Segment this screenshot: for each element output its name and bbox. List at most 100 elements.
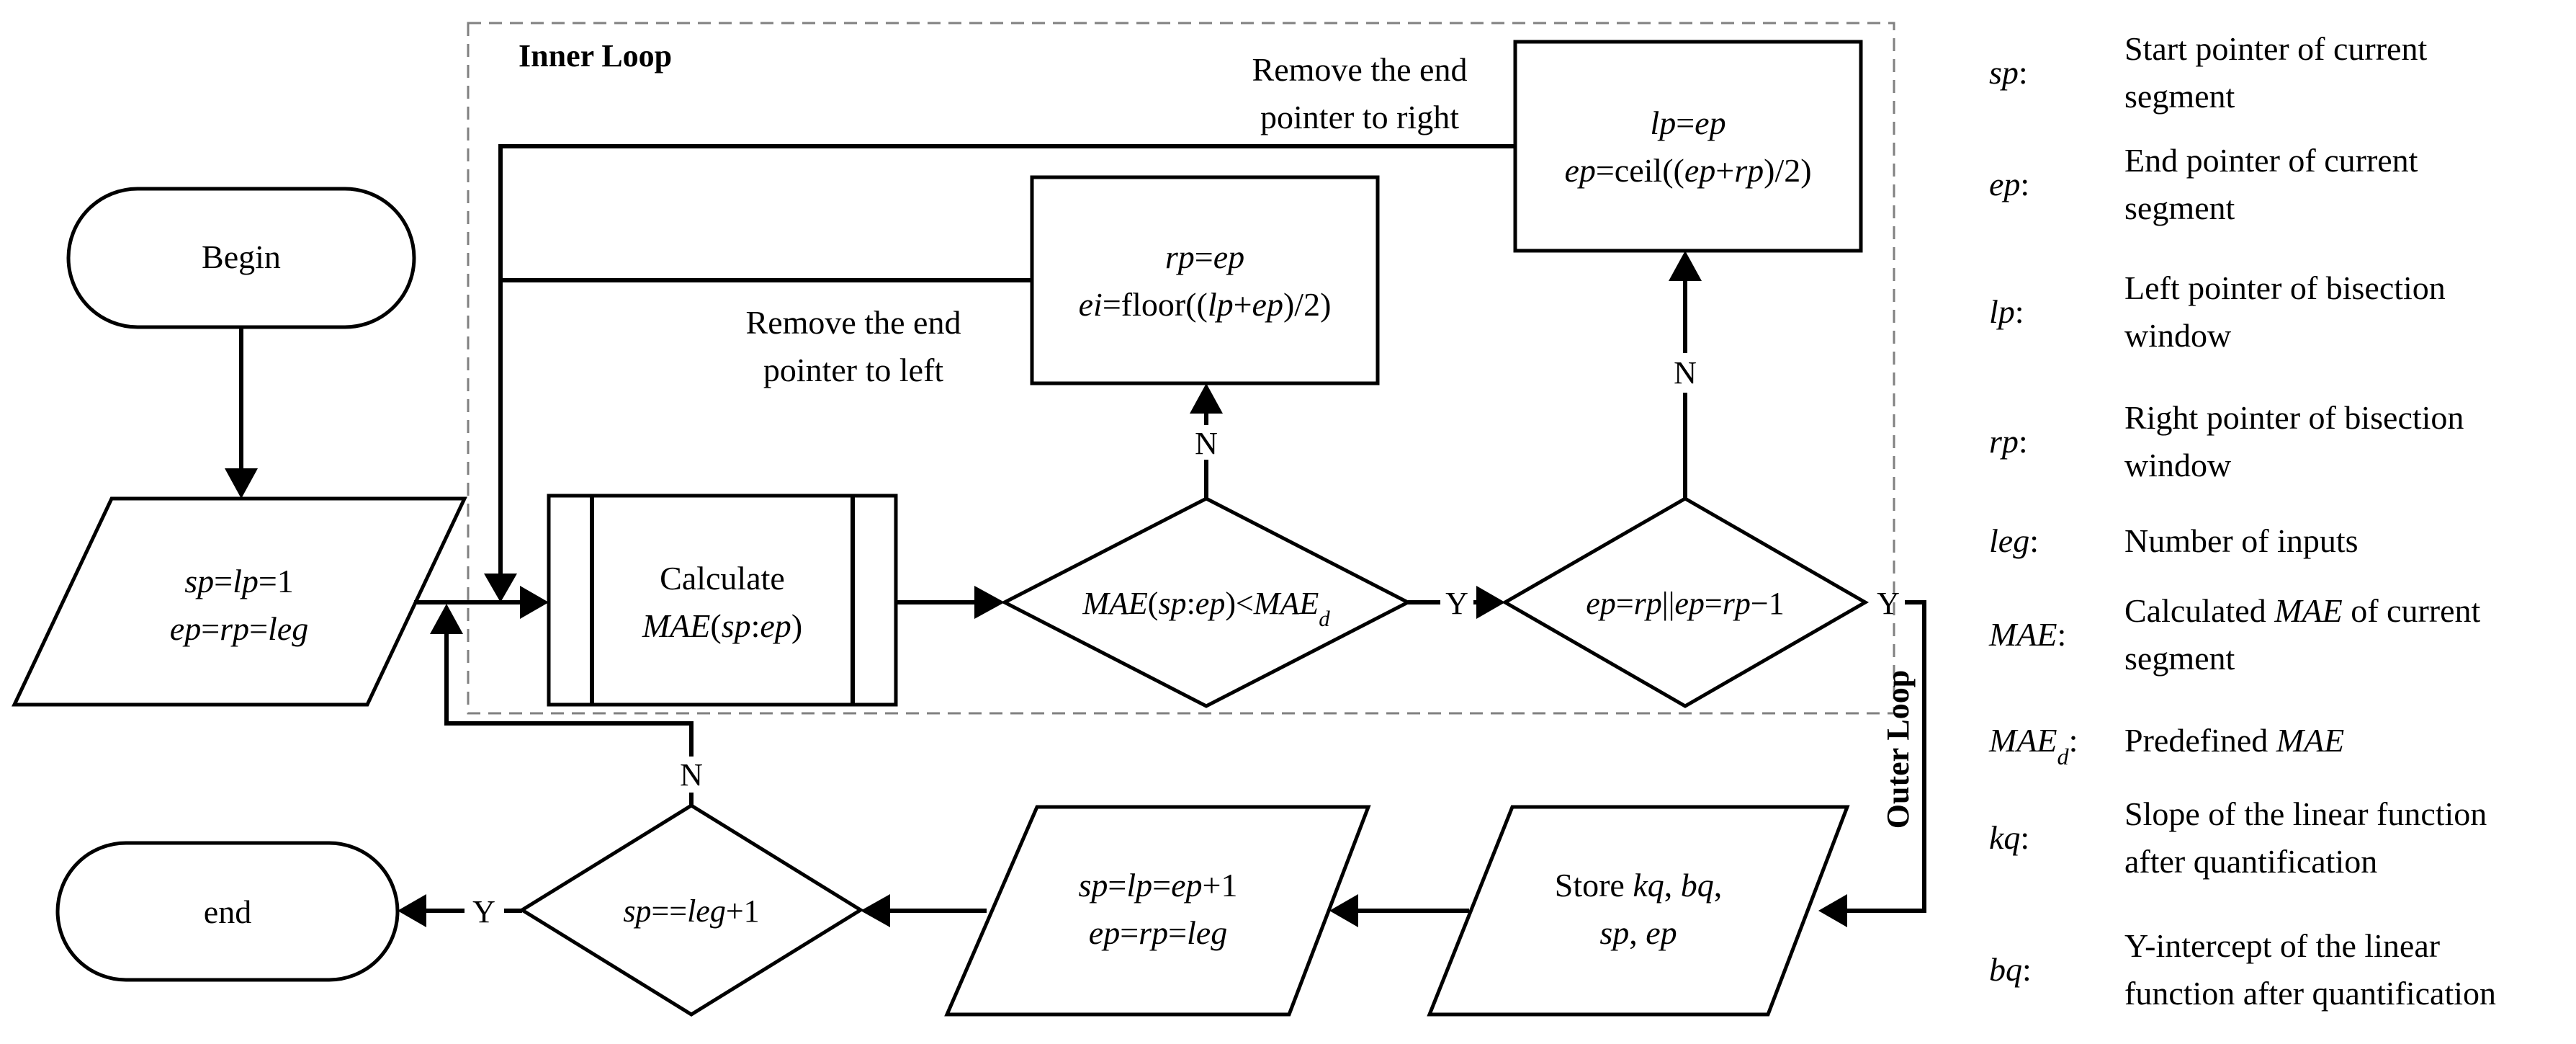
legend-term: kq:	[1989, 819, 2029, 856]
arrowhead	[1190, 383, 1223, 414]
legend-term: bq:	[1989, 951, 2032, 988]
edge-ep-store-yes	[1847, 600, 1926, 913]
remove-left-label-1: Remove the end	[746, 304, 961, 341]
ep-yes-label: Y	[1877, 586, 1900, 621]
text-run: of current	[2343, 592, 2481, 629]
text-run: function after quantification	[2124, 975, 2496, 1012]
arrowhead	[1669, 251, 1702, 281]
text-run: rp	[1723, 586, 1751, 621]
text-run: sp	[1158, 586, 1186, 621]
end-terminal	[55, 841, 400, 982]
text-run: =	[1152, 867, 1171, 904]
text-run: ep	[1564, 152, 1595, 189]
arrowhead	[1329, 894, 1358, 927]
text-run: =	[1168, 914, 1187, 951]
text-run: Store	[1555, 867, 1633, 904]
text-run: MAE	[642, 607, 711, 644]
store-text-line2: sp, ep	[1599, 914, 1677, 951]
legend-term: leg:	[1989, 522, 2039, 559]
legend-description: Start pointer of current	[2124, 30, 2427, 67]
text-run: lp	[1650, 104, 1676, 141]
mae-yes-label: Y	[1445, 586, 1468, 621]
legend-term: lp:	[1989, 293, 2024, 330]
text-run: rp	[1139, 914, 1168, 951]
move-left-text-line2: ei=floor((lp+ep)/2)	[1079, 286, 1332, 323]
legend-description: window	[2124, 447, 2232, 483]
text-run: bq	[1681, 867, 1714, 904]
text-run: (	[1148, 586, 1159, 621]
legend-description: segment	[2124, 640, 2235, 677]
legend-description: Calculated MAE of current	[2124, 592, 2481, 629]
mae-decision-text: MAE(sp:ep)<MAEd	[1082, 586, 1330, 631]
text-run: segment	[2124, 640, 2235, 677]
text-run: window	[2124, 447, 2232, 483]
text-run: ep	[1989, 166, 2020, 202]
text-run: leg	[1989, 522, 2029, 559]
init-text-line2: ep=rp=leg	[170, 610, 308, 647]
legend-description: Slope of the linear function	[2124, 795, 2487, 832]
ep-decision-text: ep=rp||ep=rp−1	[1586, 586, 1784, 621]
arrowhead	[520, 586, 549, 619]
text-run: leg	[1187, 914, 1227, 951]
text-run: :	[2029, 522, 2039, 559]
text-run: +1	[726, 893, 760, 929]
text-run: )/2)	[1764, 152, 1811, 189]
text-run: :	[2019, 54, 2028, 91]
text-run: :	[2020, 819, 2029, 856]
legend-description: Left pointer of bisection	[2124, 269, 2446, 306]
text-run: ep	[1195, 586, 1226, 621]
legend: sp: Start pointer of current segment ep: End…	[1988, 30, 2496, 1012]
legend-description: End pointer of current	[2124, 142, 2418, 179]
text-run: MAE	[1253, 586, 1319, 621]
init-parallelogram	[12, 496, 467, 707]
text-run: :	[2020, 166, 2029, 202]
update-parallelogram	[944, 805, 1371, 1017]
text-run: :	[2057, 616, 2067, 653]
legend-description: Y-intercept of the linear	[2124, 927, 2440, 964]
text-run: ||	[1662, 586, 1675, 621]
move-left-process	[1030, 175, 1380, 385]
text-run: =	[1120, 914, 1139, 951]
text-run: MAE	[1988, 616, 2057, 653]
remove-right-label-1: Remove the end	[1252, 51, 1468, 88]
text-run: Calculated	[2124, 592, 2274, 629]
mae-decision	[1000, 496, 1412, 708]
text-run: Right pointer of bisection	[2124, 399, 2464, 436]
text-run: d	[1319, 607, 1330, 631]
text-run: lp	[1208, 286, 1234, 323]
text-run: ep	[1089, 914, 1120, 951]
text-run: ,	[1664, 867, 1681, 904]
text-run: ==	[651, 893, 687, 929]
text-run: sp	[623, 893, 651, 929]
legend-description: segment	[2124, 78, 2235, 115]
text-run: =	[1108, 867, 1126, 904]
text-run: =	[1705, 586, 1723, 621]
text-run: segment	[2124, 189, 2235, 226]
arrowhead	[398, 894, 426, 927]
ep-no-label: N	[1674, 355, 1697, 391]
text-run: :	[2069, 722, 2078, 759]
text-run: =	[1616, 586, 1634, 621]
text-run: rp	[220, 610, 249, 647]
text-run: ,	[1714, 867, 1723, 904]
calculate-text-line2: MAE(sp:ep)	[642, 607, 802, 644]
text-run: Slope of the linear function	[2124, 795, 2487, 832]
text-run: =	[1676, 104, 1695, 141]
text-run: sp	[722, 607, 751, 644]
calculate-process	[547, 494, 898, 707]
arrowhead	[1476, 586, 1505, 619]
legend-description: Predefined MAE	[2124, 722, 2344, 759]
text-run: bq	[1989, 951, 2022, 988]
legend-description: Number of inputs	[2124, 522, 2359, 559]
text-run: :	[1187, 586, 1195, 621]
text-run: +1	[1203, 867, 1238, 904]
arrowhead	[484, 574, 517, 602]
text-run: +	[1234, 286, 1252, 323]
end-label: end	[204, 893, 251, 930]
legend-term: sp:	[1989, 54, 2028, 91]
text-run: =	[1195, 238, 1213, 275]
outer-loop-label: Outer Loop	[1880, 670, 1916, 829]
edge-right-back	[498, 144, 1515, 574]
text-run: +	[1715, 152, 1734, 189]
